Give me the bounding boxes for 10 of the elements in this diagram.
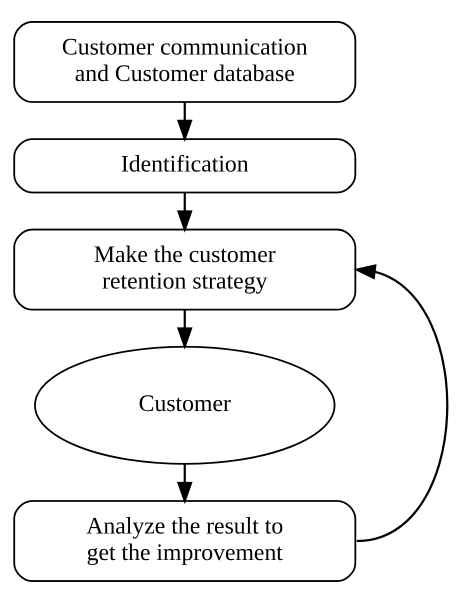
arrow	[176, 192, 193, 233]
node-box: Identification	[13, 138, 356, 194]
node-box: Analyze the result to get the improvement	[13, 500, 356, 582]
node-box: Make the customer retention strategy	[13, 228, 356, 311]
arrow	[353, 264, 448, 542]
arrow	[176, 310, 193, 350]
arrow	[176, 464, 193, 504]
arrow	[176, 102, 193, 142]
node-box: Customer communication and Customer database	[13, 21, 356, 103]
node-ellipse: Customer	[34, 346, 336, 465]
